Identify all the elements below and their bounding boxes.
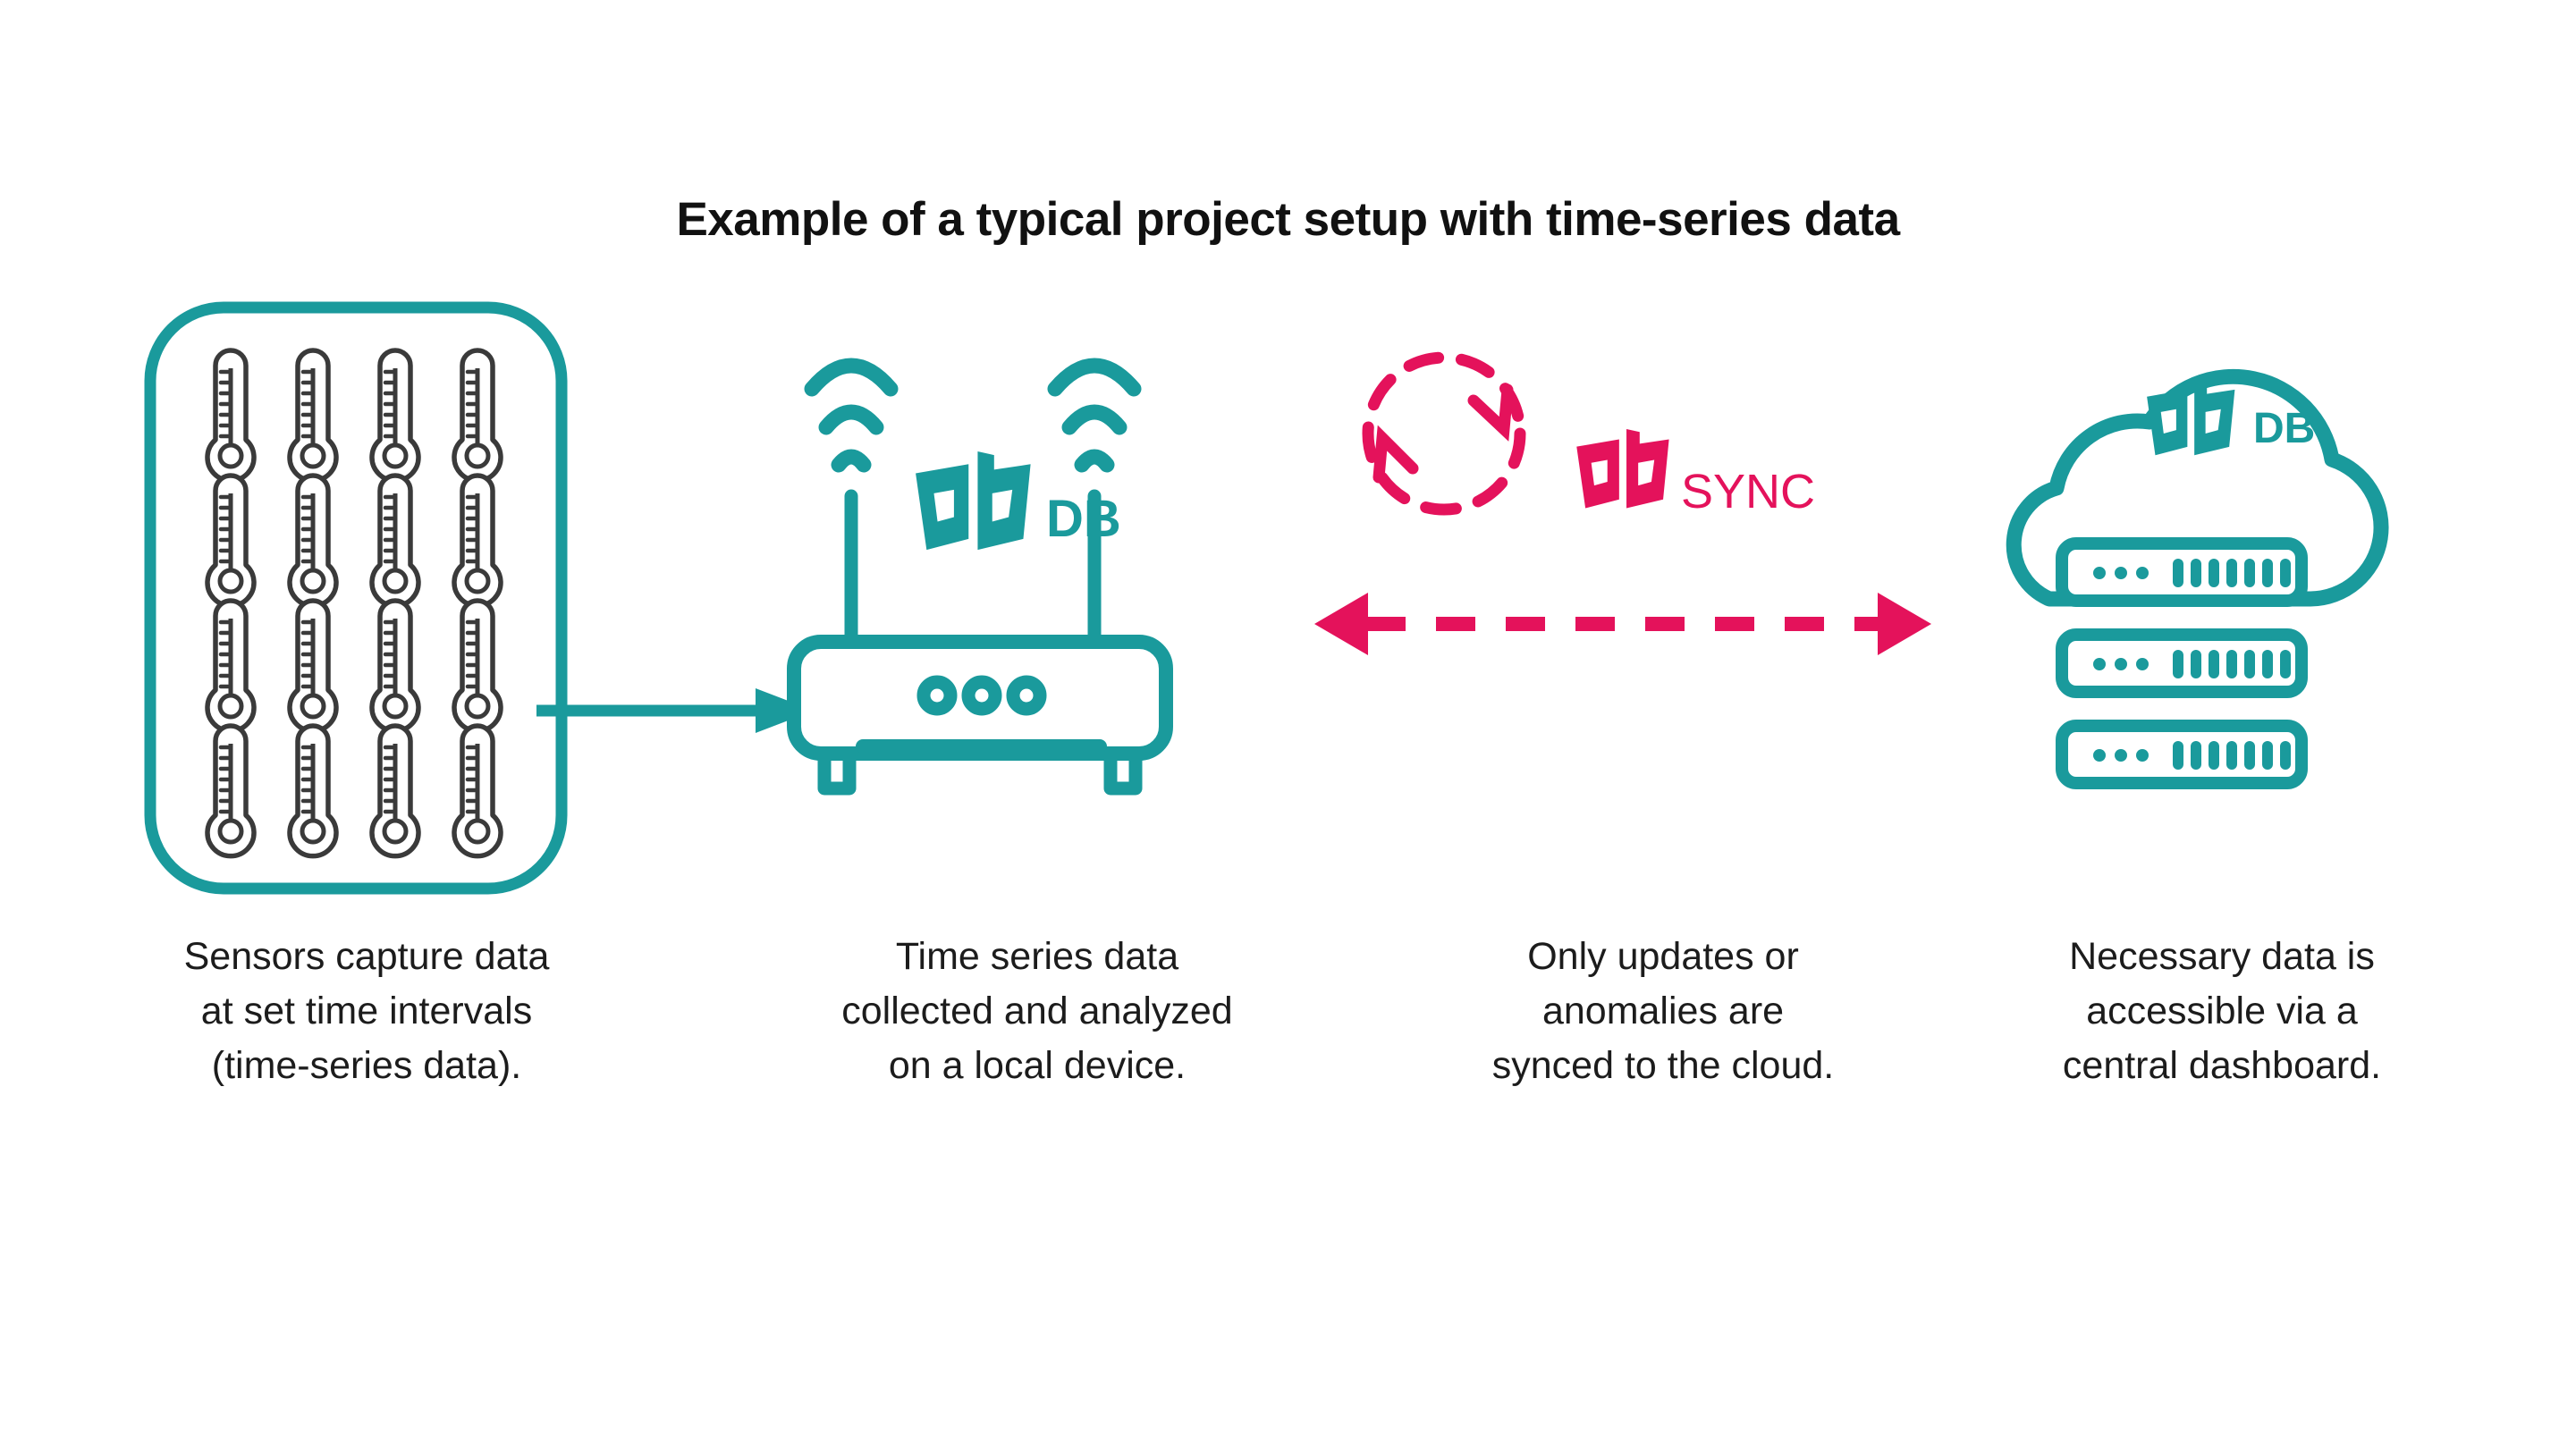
router-foot-right <box>1103 754 1143 796</box>
cloud-server-racks-icon: DB <box>2006 368 2389 921</box>
sync-cycle-circle <box>1362 351 1526 516</box>
sync-arrowhead-counterclockwise <box>1372 425 1419 484</box>
antenna-right <box>1047 358 1142 653</box>
sync-cycle-arrows-icon: SYNC <box>1314 351 1931 655</box>
arrow-gateway-to-cloud <box>1314 593 1931 655</box>
stage-sync: SYNC <box>1314 295 1994 921</box>
caption-line: Sensors capture data <box>183 935 550 978</box>
objectbox-db-logo <box>916 451 1031 551</box>
sync-label: SYNC <box>1681 465 1815 518</box>
stage-gateway: DB <box>778 295 1279 921</box>
captions-row: Sensors capture data at set time interva… <box>0 930 2576 1162</box>
caption-sensors: Sensors capture data at set time interva… <box>54 930 680 1093</box>
caption-line: on a local device. <box>888 1044 1187 1088</box>
router-foot-left <box>817 754 857 796</box>
router-chassis <box>787 635 1173 796</box>
arrow-sensors-to-gateway <box>536 679 823 742</box>
page-title: Example of a typical project setup with … <box>676 193 1900 246</box>
caption-line: Only updates or <box>1527 935 1799 978</box>
stage-cloud: DB <box>1985 295 2450 921</box>
objectbox-sync-logo <box>1576 429 1669 509</box>
caption-gateway: Time series data collected and analyzed … <box>724 930 1350 1093</box>
antenna-left <box>804 358 899 653</box>
sync-arrowhead-clockwise <box>1467 383 1514 442</box>
caption-cloud: Necessary data is accessible via a centr… <box>1967 930 2477 1093</box>
router-leds <box>916 675 1047 716</box>
gateway-db-label: DB <box>1046 490 1121 548</box>
server-rack <box>2062 726 2302 783</box>
caption-line: at set time intervals <box>200 990 533 1033</box>
stage-sensors <box>134 295 599 921</box>
objectbox-cloud-db-logo <box>2147 380 2235 456</box>
server-rack <box>2062 635 2302 692</box>
caption-sync: Only updates or anomalies are synced to … <box>1395 930 1931 1093</box>
caption-line: anomalies are <box>1541 990 1785 1033</box>
caption-line: Time series data <box>895 935 1179 978</box>
server-rack <box>2062 543 2302 601</box>
diagram-canvas: DB <box>0 295 2576 921</box>
wifi-router-device-icon: DB <box>787 358 1173 796</box>
caption-line: collected and analyzed <box>841 990 1233 1033</box>
caption-line: accessible via a <box>2086 990 2358 1033</box>
caption-line: (time-series data). <box>211 1044 522 1088</box>
caption-line: synced to the cloud. <box>1491 1044 1835 1088</box>
caption-line: Necessary data is <box>2069 935 2375 978</box>
caption-line: central dashboard. <box>2062 1044 2382 1088</box>
sensor-grid-thermometers-icon <box>144 301 568 895</box>
cloud-db-label: DB <box>2253 405 2315 452</box>
